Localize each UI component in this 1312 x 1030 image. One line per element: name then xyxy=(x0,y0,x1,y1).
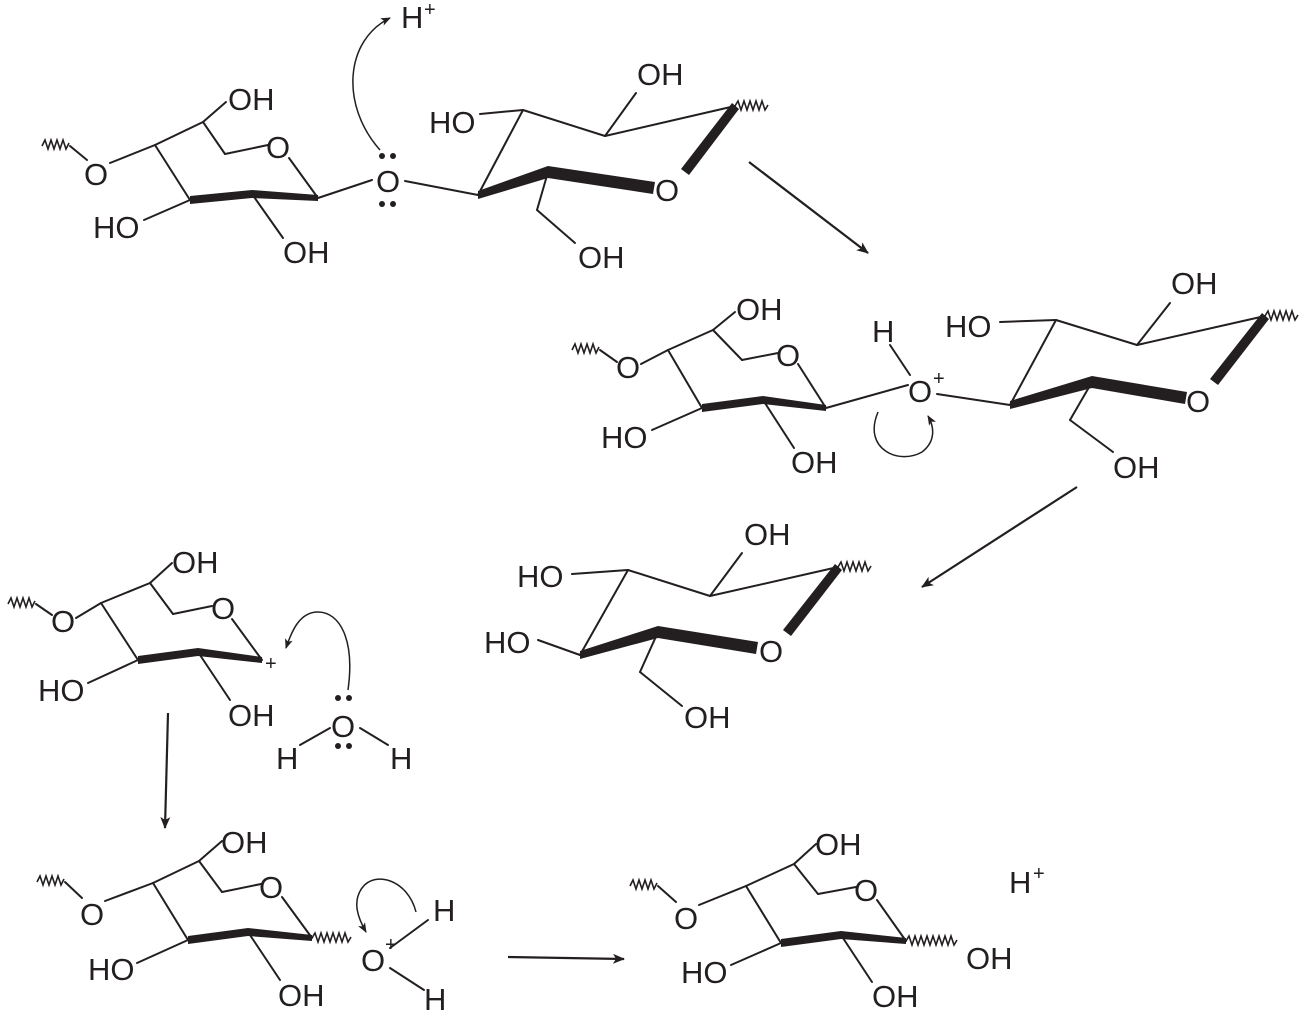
o-glycosidic-end: O xyxy=(616,350,640,385)
released-proton: H xyxy=(1009,865,1031,900)
oh-c6: OH xyxy=(736,292,783,327)
o-glycosidic-end: O xyxy=(51,604,75,639)
curved-arrow-deprotonation xyxy=(356,878,417,933)
protonated-cellobiose: O OH O HO OH H O + HO OH O OH xyxy=(571,266,1299,485)
oh-c2: OH xyxy=(872,979,919,1014)
oxocarbenium-intermediate: O OH O + HO OH O H H xyxy=(7,545,412,776)
o-plus-bridge: O xyxy=(908,374,932,409)
oxonium-charge: + xyxy=(933,368,945,390)
water-oxygen: O xyxy=(331,709,355,744)
ho-c4: HO xyxy=(517,559,564,594)
water-h-left: H xyxy=(276,741,298,776)
water-h-right: H xyxy=(390,741,412,776)
reaction-arrow-3 xyxy=(160,712,171,829)
reaction-arrow-2 xyxy=(921,486,1078,588)
oxonium-h-top: H xyxy=(433,893,455,928)
proton: H xyxy=(401,0,423,35)
ho-c3: HO xyxy=(484,625,531,660)
o-glycosidic-end: O xyxy=(674,901,698,936)
reaction-arrow-4 xyxy=(507,953,625,964)
ho-c3: HO xyxy=(88,952,135,987)
released-glucose-fragment: HO OH HO O OH xyxy=(484,517,872,735)
proton-charge: + xyxy=(424,0,436,21)
oh-c6: OH xyxy=(684,700,731,735)
ho-c3: HO xyxy=(601,420,648,455)
oh-c2-right: OH xyxy=(1171,266,1218,301)
ho-c3: HO xyxy=(93,210,140,245)
o-ring: O xyxy=(211,591,235,626)
o-ring-right: O xyxy=(655,173,679,208)
o-glycosidic-end: O xyxy=(84,157,108,192)
o-ring: O xyxy=(759,634,783,669)
oh-c2: OH xyxy=(228,698,275,733)
oh-c6: OH xyxy=(172,545,219,580)
oh-c6: OH xyxy=(221,825,268,860)
oh-c6-right: OH xyxy=(1113,450,1160,485)
oh-c6: OH xyxy=(228,82,275,117)
oxonium-oxygen: O xyxy=(361,943,385,978)
h-on-oxygen: H xyxy=(872,314,894,349)
water-molecule: O H H xyxy=(276,695,412,776)
o-glycosidic-bridge: O xyxy=(376,164,400,199)
protonated-hemiacetal: O OH O HO OH O + H H xyxy=(36,825,455,1017)
ho-c3: HO xyxy=(681,955,728,990)
released-proton-charge: + xyxy=(1033,863,1045,885)
ho-c3-right: HO xyxy=(945,309,992,344)
ho-c3-right: HO xyxy=(429,105,476,140)
curved-arrow-protonation xyxy=(352,17,391,151)
o-ring: O xyxy=(776,338,800,373)
reaction-arrow-1 xyxy=(748,161,869,254)
o-ring: O xyxy=(259,870,283,905)
oxonium-h-bottom: H xyxy=(424,982,446,1017)
o-ring: O xyxy=(854,873,878,908)
oxonium-charge: + xyxy=(385,934,397,956)
oh-anomeric: OH xyxy=(966,941,1013,976)
oh-c2: OH xyxy=(791,445,838,480)
oh-c2: OH xyxy=(283,235,330,270)
cellobiose-molecule: O OH O HO OH O HO OH O OH H + xyxy=(41,0,769,275)
oh-c2: OH xyxy=(744,517,791,552)
lone-pair-dots xyxy=(379,153,396,207)
o-ring-right: O xyxy=(1186,384,1210,419)
oh-c2-right: OH xyxy=(637,57,684,92)
o-ring: O xyxy=(266,130,290,165)
oh-c2: OH xyxy=(278,978,325,1013)
oh-c6: OH xyxy=(815,827,862,862)
oh-c6-right: OH xyxy=(578,240,625,275)
curved-arrow-water-attack xyxy=(285,611,351,691)
hydrolysis-product: O OH O HO OH OH H + xyxy=(629,827,1045,1014)
curved-arrow-cleavage xyxy=(873,411,936,458)
carbocation-charge: + xyxy=(265,653,277,675)
ho-c3: HO xyxy=(38,673,85,708)
o-glycosidic-end: O xyxy=(80,897,104,932)
